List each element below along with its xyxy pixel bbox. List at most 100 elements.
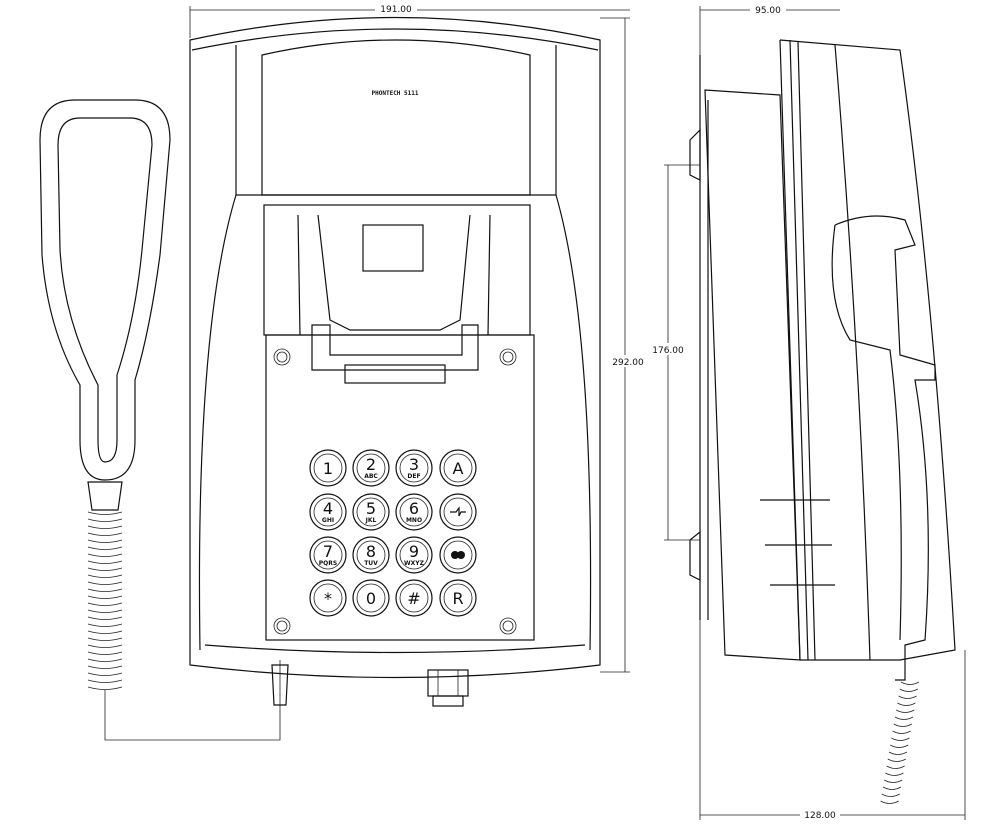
side-view [689, 39, 956, 804]
cord-coil [884, 779, 903, 783]
key-label: 5 [366, 499, 376, 518]
brand-label: PHONTECH 5111 [372, 90, 419, 97]
screws [273, 348, 517, 635]
cord-coil [87, 658, 123, 662]
cable-gland [427, 669, 469, 707]
key-letters: ABC [364, 473, 378, 480]
screw-icon [499, 348, 517, 366]
keypad-plate [265, 334, 535, 641]
cord-coil [87, 581, 123, 585]
handset-cord [87, 481, 281, 741]
key-label: 6 [409, 499, 419, 518]
cord-coil [87, 644, 123, 648]
cord-coil [87, 574, 123, 578]
cord-coil [890, 744, 909, 748]
volume-icon [457, 551, 465, 559]
front-width-dimension: 191.00 [380, 5, 412, 15]
key-letters: PQRS [319, 560, 337, 567]
cord-coil [880, 800, 899, 804]
cord-coil [87, 609, 123, 613]
side-mount-spacing-dimension: 176.00 [652, 346, 684, 356]
keypad-key[interactable]: 1 [309, 449, 347, 487]
keypad-key[interactable]: A [439, 449, 477, 487]
key-letters: TUV [364, 560, 378, 567]
key-letters: JKL [365, 517, 377, 524]
key-label: 9 [409, 542, 419, 561]
cord-coil [891, 737, 910, 741]
cord-coil [87, 651, 123, 655]
keypad-key[interactable] [439, 493, 477, 531]
cord-coil [87, 679, 123, 683]
cord-coil [87, 672, 123, 676]
cord-coil [87, 595, 123, 599]
cord-coil [896, 709, 915, 713]
cord-coil [887, 758, 906, 762]
cord-coil [87, 560, 123, 564]
key-label: 0 [366, 589, 376, 608]
cord-coil [885, 772, 904, 776]
key-letters: MNO [406, 517, 422, 524]
cord-coil [87, 567, 123, 571]
handset [39, 99, 281, 741]
key-label: A [453, 459, 464, 478]
cord-coil [886, 765, 905, 769]
key-label: 3 [409, 455, 419, 474]
cord-coil [882, 786, 902, 790]
cord-coil [87, 588, 123, 592]
cord-coil [87, 616, 123, 620]
key-letters: DEF [407, 473, 420, 480]
screw-icon [502, 351, 514, 363]
cord-coil [893, 723, 912, 727]
screw-icon [499, 617, 517, 635]
key-label: # [407, 589, 420, 608]
cord-coil [899, 688, 918, 692]
cord-coil [87, 511, 123, 515]
cord-coil [87, 553, 123, 557]
keypad-key[interactable]: * [309, 579, 347, 617]
key-label: 7 [323, 542, 333, 561]
cord-coil [87, 539, 123, 543]
screw-icon [276, 351, 288, 363]
side-dimensions: 95.00 176.00 128.00 [648, 3, 966, 821]
cord-coil [87, 518, 123, 522]
cord-coil [87, 623, 123, 627]
screw-icon [502, 620, 514, 632]
screw-icon [273, 348, 291, 366]
cord-coil [87, 637, 123, 641]
cord-coil [87, 630, 123, 634]
cord-coil [87, 546, 123, 550]
keypad-key[interactable]: 0 [352, 579, 390, 617]
cord-coil [87, 686, 123, 690]
cord-coil [894, 716, 914, 720]
cord-coil [897, 702, 916, 706]
key-label: 1 [323, 459, 333, 478]
key-letters: GHI [322, 517, 334, 524]
cord-coil [881, 793, 900, 797]
cord-coil [892, 730, 911, 734]
cord-coil [898, 695, 917, 699]
side-depth-bottom-dimension: 128.00 [804, 811, 836, 821]
key-label: * [324, 589, 332, 608]
cord-coil [87, 525, 123, 529]
keypad-key[interactable]: R [439, 579, 477, 617]
hook-flash-icon [450, 506, 466, 517]
cord-coil [888, 751, 908, 755]
volume-icon [451, 551, 459, 559]
keypad-key[interactable] [439, 536, 477, 574]
cord-coil [900, 681, 920, 685]
side-depth-top-dimension: 95.00 [755, 6, 781, 16]
key-letters: WXYZ [404, 560, 425, 567]
keypad-key[interactable]: # [395, 579, 433, 617]
